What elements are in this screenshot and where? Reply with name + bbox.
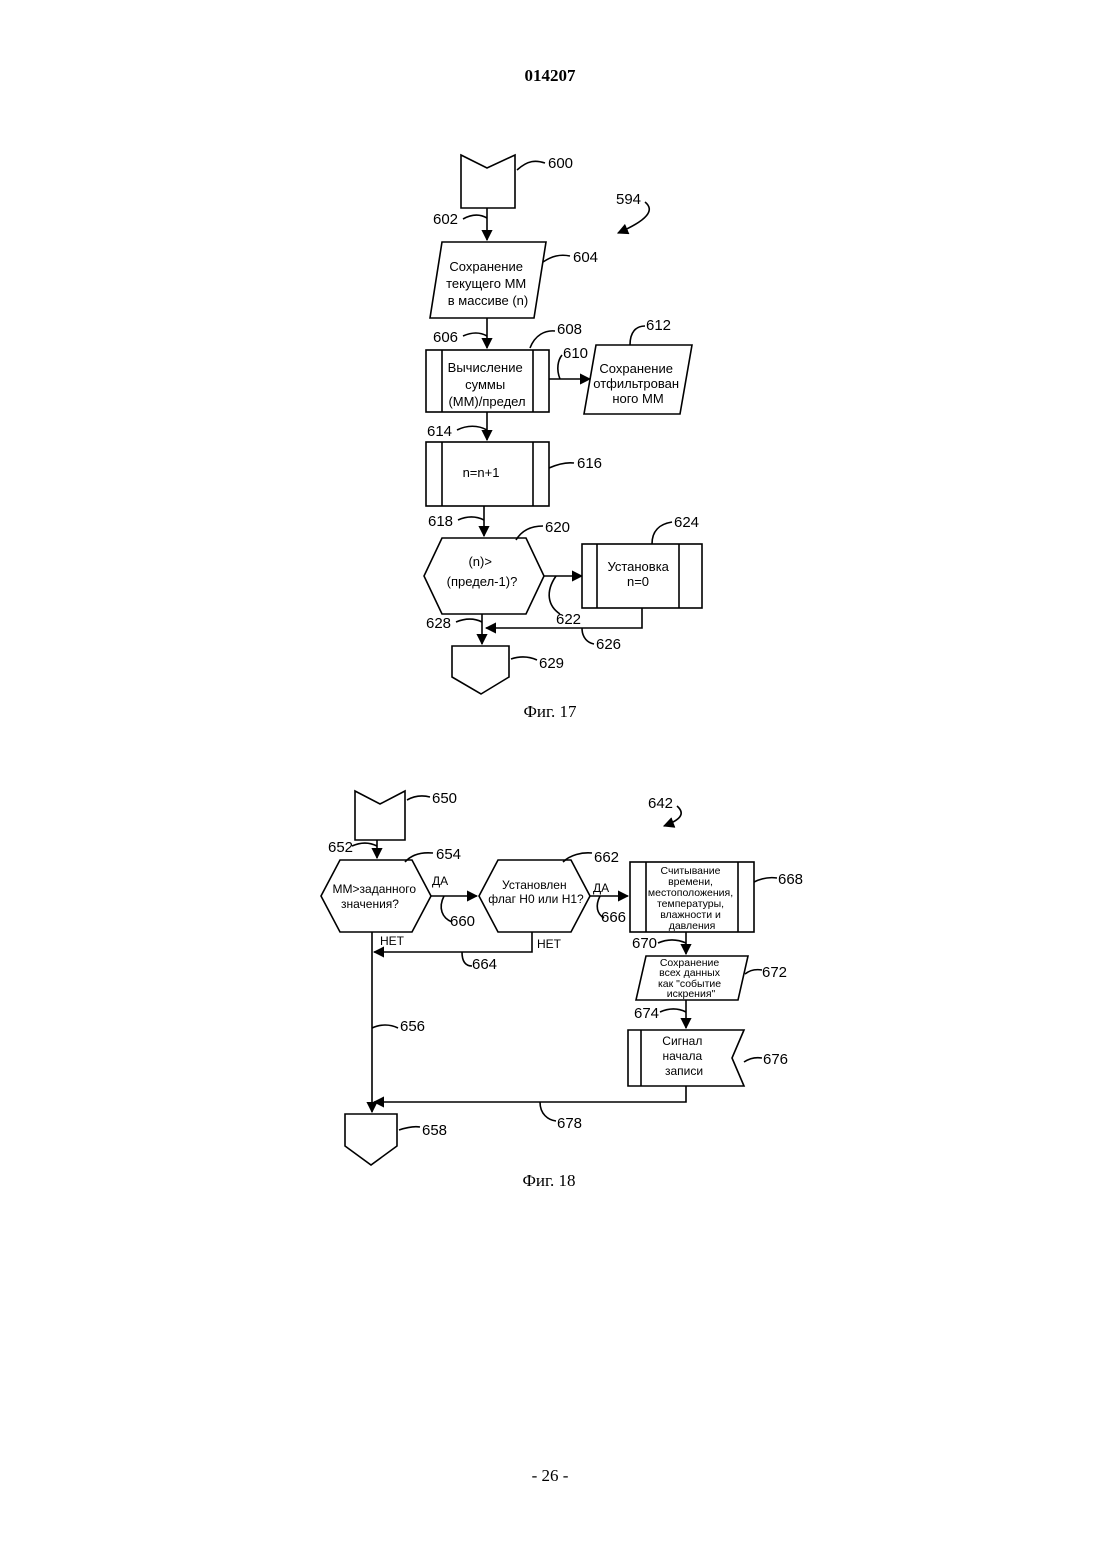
ref-652: 652 xyxy=(328,839,353,856)
process-box-608-line-2: суммы xyxy=(465,377,505,392)
signal-box-676-line-2: начала xyxy=(663,1049,703,1063)
end-terminal-629 xyxy=(452,646,509,694)
io-box-604-line-3: в массиве (n) xyxy=(448,293,528,308)
ref-622: 622 xyxy=(556,611,581,628)
ref-616: 616 xyxy=(577,455,602,472)
start-terminal-650 xyxy=(355,791,405,840)
process-box-624-line-2: n=0 xyxy=(627,574,649,589)
ref-608: 608 xyxy=(557,321,582,338)
ref-654: 654 xyxy=(436,846,461,863)
start-terminal-600 xyxy=(461,155,515,208)
ref-672: 672 xyxy=(762,964,787,981)
ref-612: 612 xyxy=(646,317,671,334)
ref-629: 629 xyxy=(539,655,564,672)
ref-594: 594 xyxy=(616,191,641,208)
yes-label-1: ДА xyxy=(432,874,448,888)
io-box-604-text: Сохранение текущего ММ в массиве (n) xyxy=(446,259,530,308)
ref-606: 606 xyxy=(433,329,458,346)
process-box-668-line-6: давления xyxy=(669,920,716,932)
io-box-604-line-1: Сохранение xyxy=(449,259,523,274)
process-box-616-line-1: n=n+1 xyxy=(463,465,500,480)
ref-650: 650 xyxy=(432,790,457,807)
ref-662: 662 xyxy=(594,849,619,866)
signal-box-676-text: Сигнал начала записи xyxy=(662,1034,705,1078)
decision-662-text: Установлен флаг Н0 или Н1? xyxy=(488,878,584,906)
process-box-624-line-1: Установка xyxy=(607,559,669,574)
ref-620: 620 xyxy=(545,519,570,536)
ref-642: 642 xyxy=(648,795,673,812)
connector-678 xyxy=(374,1086,686,1102)
fig18-caption: Фиг. 18 xyxy=(522,1171,575,1190)
ref-668: 668 xyxy=(778,871,803,888)
figure-18: 650 642 652 ММ>заданного значения? 654 Д… xyxy=(321,790,803,1190)
decision-654-line-2: значения? xyxy=(341,897,399,911)
io-box-672-text: Сохранение всех данных как "событие искр… xyxy=(658,957,724,1000)
process-box-608-line-1: Вычисление xyxy=(448,360,523,375)
signal-box-676-line-1: Сигнал xyxy=(662,1034,702,1048)
ref-676: 676 xyxy=(763,1051,788,1068)
ref-670: 670 xyxy=(632,935,657,952)
ref-618: 618 xyxy=(428,513,453,530)
io-box-612-line-1: Сохранение xyxy=(599,361,673,376)
process-box-616-text: n=n+1 xyxy=(463,465,500,480)
ref-600: 600 xyxy=(548,155,573,172)
decision-662-line-2: флаг Н0 или Н1? xyxy=(488,892,584,906)
io-box-612-line-2: отфильтрован xyxy=(593,376,679,391)
ref-678: 678 xyxy=(557,1115,582,1132)
decision-620-line-2: (предел-1)? xyxy=(447,574,518,589)
ref-604: 604 xyxy=(573,249,598,266)
io-box-612-line-3: ного ММ xyxy=(612,391,663,406)
ref-660: 660 xyxy=(450,913,475,930)
no-label-2: НЕТ xyxy=(537,937,562,951)
decision-654 xyxy=(321,860,431,932)
process-box-608-line-3: (ММ)/предел xyxy=(448,394,525,409)
ref-656: 656 xyxy=(400,1018,425,1035)
io-box-604-line-2: текущего ММ xyxy=(446,276,526,291)
signal-box-676-line-3: записи xyxy=(665,1064,703,1078)
ref-658: 658 xyxy=(422,1122,447,1139)
ref-602: 602 xyxy=(433,211,458,228)
ref-614: 614 xyxy=(427,423,452,440)
figure-17: 600 594 602 Сохранение текущего ММ в мас… xyxy=(424,155,702,721)
ref-666: 666 xyxy=(601,909,626,926)
fig17-caption: Фиг. 17 xyxy=(523,702,577,721)
ref-610: 610 xyxy=(563,345,588,362)
decision-654-line-1: ММ>заданного xyxy=(333,882,417,896)
ref-624: 624 xyxy=(674,514,699,531)
ref-674: 674 xyxy=(634,1005,659,1022)
ref-626: 626 xyxy=(596,636,621,653)
ref-664: 664 xyxy=(472,956,497,973)
decision-662-line-1: Установлен xyxy=(502,878,567,892)
no-label-1: НЕТ xyxy=(380,934,405,948)
decision-620-line-1: (n)> xyxy=(468,554,491,569)
end-terminal-658 xyxy=(345,1114,397,1165)
yes-label-2: ДА xyxy=(593,881,609,895)
ref-628: 628 xyxy=(426,615,451,632)
io-box-672-line-4: искрения" xyxy=(667,988,716,1000)
